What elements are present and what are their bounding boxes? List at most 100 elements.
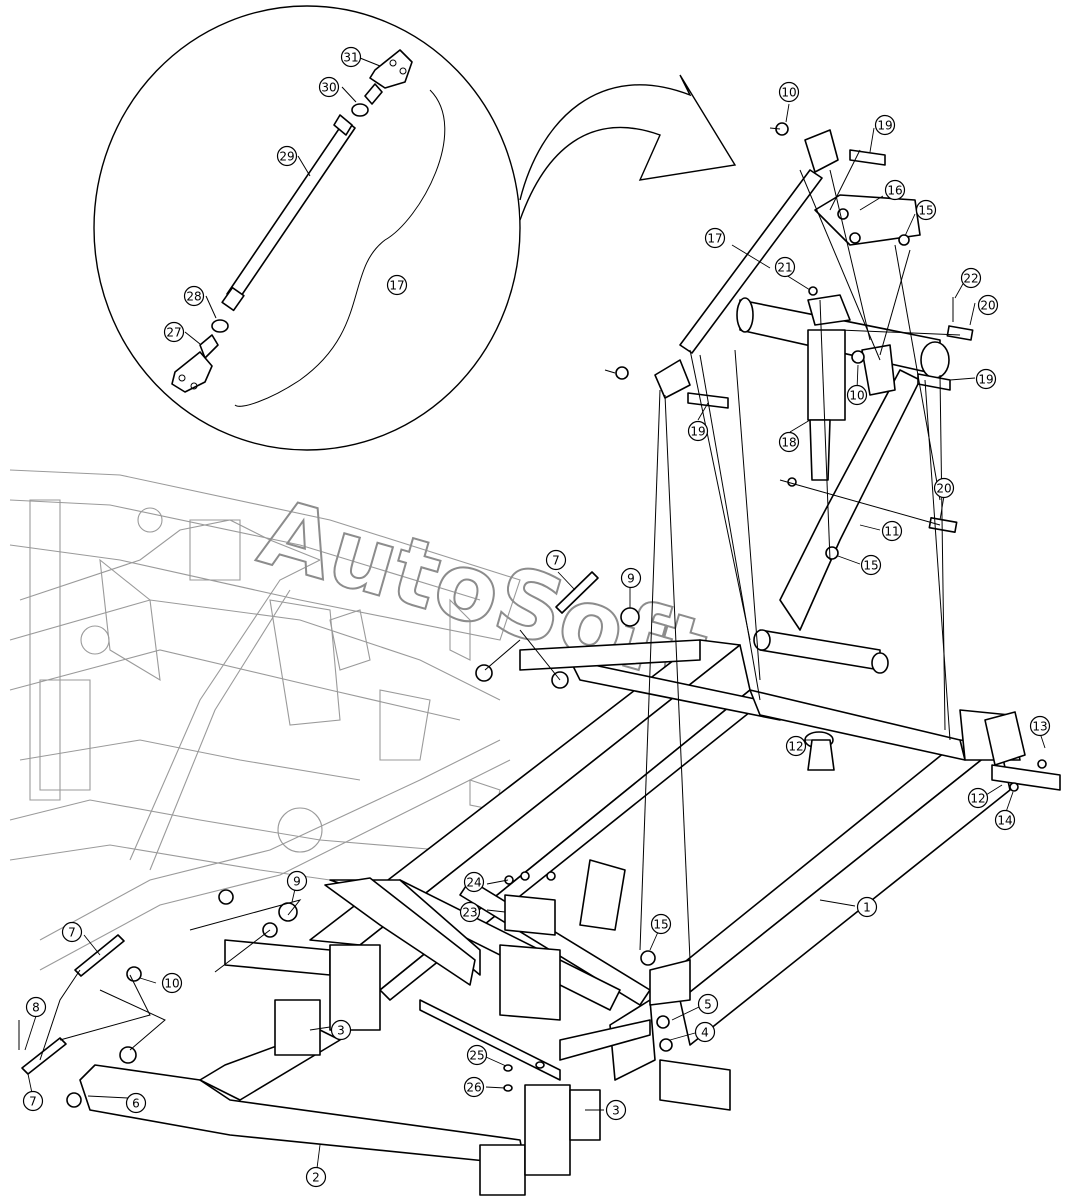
main-frame-1 <box>309 639 1026 1111</box>
leader-lines <box>39 127 961 1061</box>
callout-circle <box>960 267 982 289</box>
callout-circle <box>874 114 896 136</box>
callout-circle <box>463 871 485 893</box>
callout-circle <box>694 1021 716 1043</box>
callout-number: 20 <box>936 482 951 496</box>
callout-1: 1 <box>856 896 878 918</box>
bushing-9b <box>278 902 298 922</box>
callout-circle <box>330 1019 352 1041</box>
callout-circle <box>774 256 796 278</box>
callout-number: 5 <box>704 998 712 1012</box>
callout-number: 21 <box>777 261 792 275</box>
callout-number: 25 <box>469 1049 484 1063</box>
callout-circle <box>967 787 989 809</box>
callout-circle <box>1029 715 1051 737</box>
callout-17: 17 <box>386 274 408 296</box>
callout-circle <box>183 285 205 307</box>
callout-circle <box>463 1076 485 1098</box>
callout-leaders <box>24 103 1046 1177</box>
detail-inset <box>93 5 737 451</box>
callout-circle <box>881 520 903 542</box>
callout-number: 11 <box>884 525 899 539</box>
callout-circle <box>318 76 340 98</box>
callout-circle <box>459 901 481 923</box>
callout-15: 15 <box>915 199 937 221</box>
callout-6: 6 <box>125 1092 147 1114</box>
callout-14: 14 <box>994 809 1016 831</box>
callout-number: 16 <box>887 184 902 198</box>
nut-10c <box>126 966 142 982</box>
nut-28 <box>211 319 229 333</box>
callout-number: 15 <box>653 918 668 932</box>
callout-number: 19 <box>877 119 892 133</box>
pointer-arrow <box>519 74 737 221</box>
callout-circle <box>915 199 937 221</box>
callout-number: 3 <box>337 1024 345 1038</box>
callout-circle <box>466 1044 488 1066</box>
callout-10: 10 <box>161 972 183 994</box>
callout-circle <box>650 913 672 935</box>
callout-29: 29 <box>276 145 298 167</box>
callout-number: 19 <box>690 425 705 439</box>
callout-11: 11 <box>881 520 903 542</box>
callout-20: 20 <box>977 294 999 316</box>
callout-number: 15 <box>918 204 933 218</box>
callout-7: 7 <box>61 921 83 943</box>
callout-17: 17 <box>704 227 726 249</box>
callout-19: 19 <box>975 368 997 390</box>
pin-7a <box>555 571 599 614</box>
callout-number: 18 <box>781 436 796 450</box>
callout-19: 19 <box>687 420 709 442</box>
callout-number: 23 <box>462 906 477 920</box>
callout-12: 12 <box>967 787 989 809</box>
callout-30: 30 <box>318 76 340 98</box>
callout-number: 10 <box>781 86 796 100</box>
callout-number: 7 <box>552 554 560 568</box>
callout-3: 3 <box>605 1099 627 1121</box>
callout-number: 14 <box>997 814 1012 828</box>
callout-13: 13 <box>1029 715 1051 737</box>
callout-circle <box>697 993 719 1015</box>
callout-circle <box>778 81 800 103</box>
callout-circle <box>125 1092 147 1114</box>
callout-circle <box>933 477 955 499</box>
callout-20: 20 <box>933 477 955 499</box>
callout-10: 10 <box>778 81 800 103</box>
callout-23: 23 <box>459 901 481 923</box>
callout-8: 8 <box>25 996 47 1018</box>
callout-circle <box>22 1090 44 1112</box>
callout-number: 12 <box>970 792 985 806</box>
callout-circle <box>620 567 642 589</box>
callout-25: 25 <box>466 1044 488 1066</box>
callout-circle <box>778 431 800 453</box>
top-link-17 <box>654 129 839 399</box>
cylinder-18 <box>807 329 846 421</box>
callout-5: 5 <box>697 993 719 1015</box>
callout-number: 7 <box>68 926 76 940</box>
callout-number: 17 <box>389 279 404 293</box>
callout-3: 3 <box>330 1019 352 1041</box>
callout-2: 2 <box>305 1166 327 1188</box>
callout-9: 9 <box>286 870 308 892</box>
callout-circle <box>25 996 47 1018</box>
callout-number: 10 <box>164 977 179 991</box>
callout-26: 26 <box>463 1076 485 1098</box>
callout-circle <box>785 735 807 757</box>
callout-number: 1 <box>863 901 871 915</box>
callout-number: 9 <box>293 875 301 889</box>
callout-number: 26 <box>466 1081 481 1095</box>
callout-circle <box>605 1099 627 1121</box>
callout-number: 12 <box>788 740 803 754</box>
callout-16: 16 <box>884 179 906 201</box>
callout-number: 10 <box>849 389 864 403</box>
callout-circle <box>305 1166 327 1188</box>
callout-number: 28 <box>186 290 201 304</box>
callout-number: 9 <box>627 572 635 586</box>
callout-21: 21 <box>774 256 796 278</box>
callout-circle <box>276 145 298 167</box>
callout-4: 4 <box>694 1021 716 1043</box>
callout-7: 7 <box>22 1090 44 1112</box>
callout-circle <box>687 420 709 442</box>
callout-number: 30 <box>321 81 336 95</box>
